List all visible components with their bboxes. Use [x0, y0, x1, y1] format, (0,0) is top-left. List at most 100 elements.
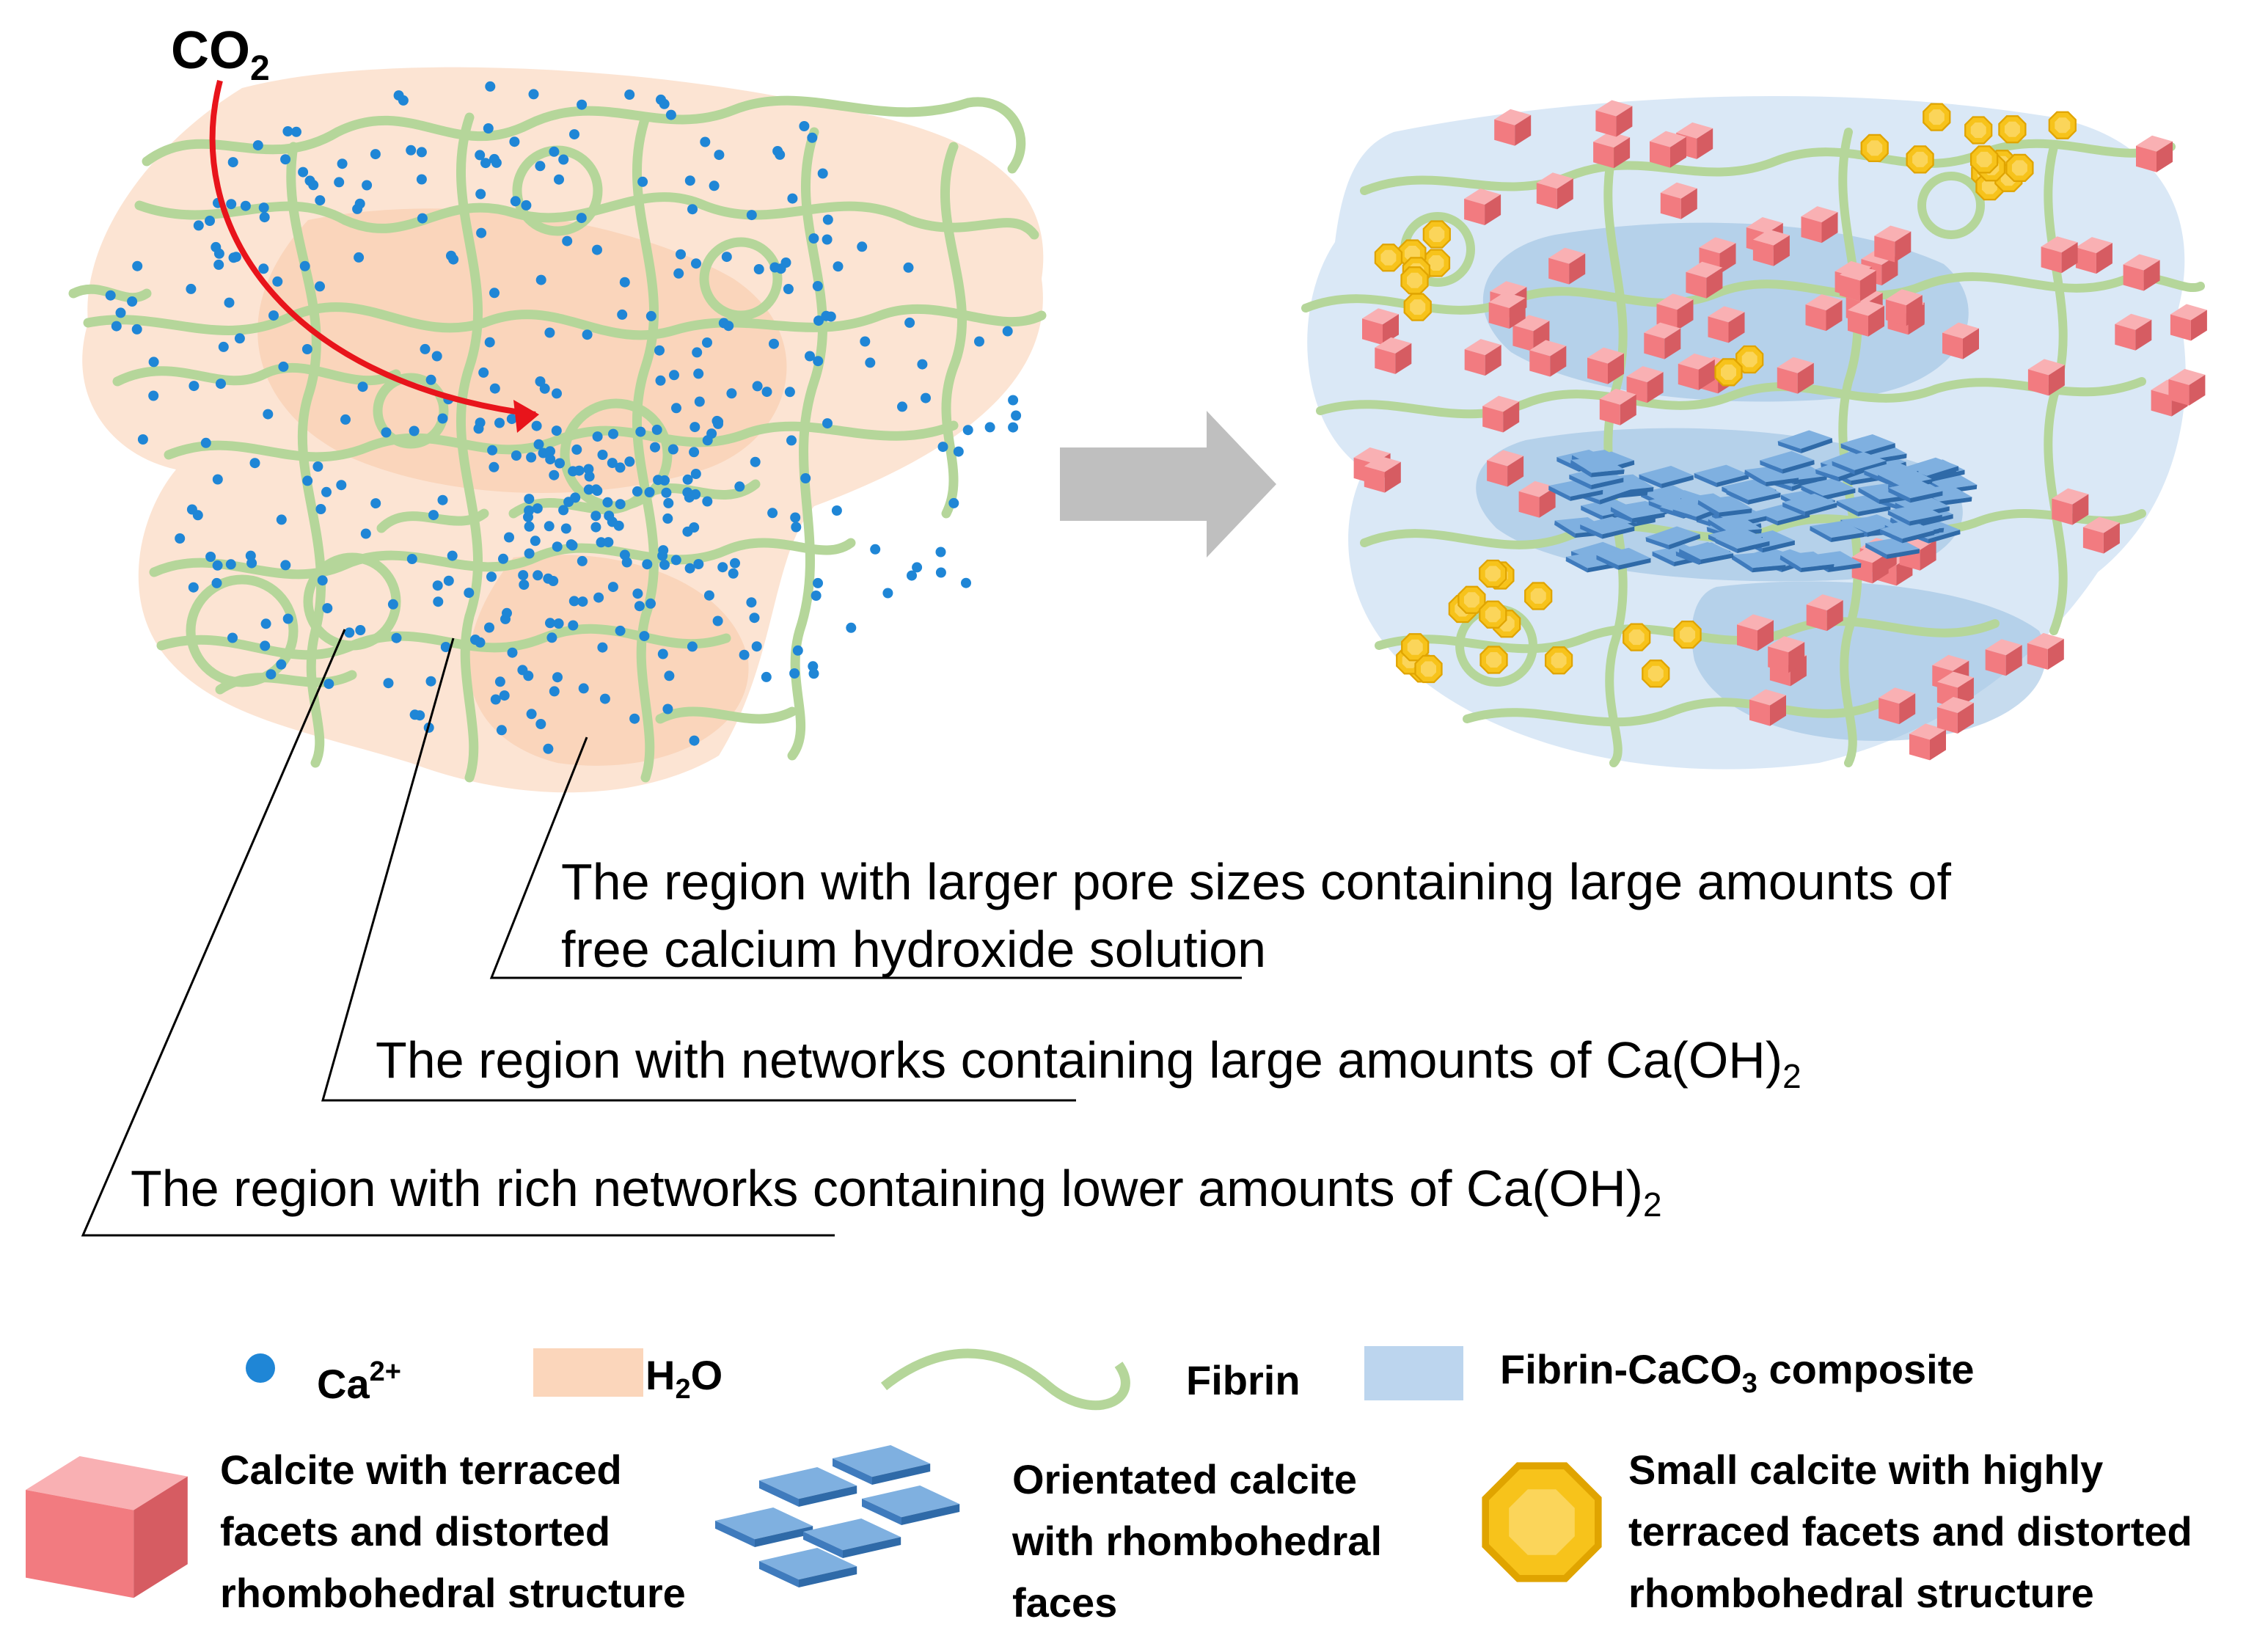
- ca-ion-dot: [650, 442, 660, 453]
- small-calcite: [1998, 115, 2027, 144]
- ca-ion-dot: [703, 590, 714, 601]
- legend-oriented-line2: with rhombohedral: [1012, 1518, 1382, 1564]
- small-calcite: [1860, 134, 1889, 163]
- ca-ion-dot: [662, 513, 673, 524]
- ca-ion-dot: [370, 149, 381, 160]
- ca-ion-dot: [428, 510, 439, 521]
- ca-ion-dot: [555, 458, 565, 469]
- ca-ion-dot: [728, 568, 739, 579]
- ca-ion-dot: [188, 582, 199, 593]
- oriented-calcite-swatch: [715, 1445, 960, 1587]
- ca-ion-dot: [517, 665, 528, 676]
- small-calcite: [1673, 620, 1702, 649]
- ca-ion-dot: [786, 435, 797, 446]
- ca-ion-dot: [355, 625, 366, 635]
- ca-ion-dot: [315, 281, 325, 292]
- ca-ion-dot: [659, 98, 670, 109]
- ca-ion-dot: [504, 532, 514, 543]
- ca-ion-dot: [272, 276, 283, 287]
- ca-ion-dot: [416, 147, 427, 158]
- callout-leader-lines: [81, 629, 1242, 1237]
- ca-ion-dot: [489, 288, 500, 299]
- ca-ion-dot: [553, 618, 564, 629]
- small-calcite: [1414, 654, 1443, 684]
- ca-ion-dot: [189, 381, 200, 392]
- ca-ion-dot: [560, 523, 571, 534]
- ca-ion-dot: [682, 526, 693, 537]
- ca-ion-dot: [689, 422, 700, 433]
- ca-ion-dot: [487, 445, 498, 456]
- ca-ion-dot: [568, 620, 579, 631]
- small-calcite: [1422, 220, 1451, 249]
- ca-ion-dot: [692, 347, 703, 358]
- ca-ion-dot: [784, 387, 795, 398]
- ca-ion-dot: [291, 126, 301, 137]
- ca-ion-dot: [619, 277, 630, 288]
- ca-ion-dot: [425, 374, 436, 385]
- ca-ion-dot: [490, 694, 501, 705]
- ca-ion-dot: [276, 659, 287, 670]
- ca-ion-dot: [549, 469, 560, 480]
- legend-small-line1: Small calcite with highly: [1628, 1447, 2104, 1493]
- ca-ion-dot: [566, 539, 577, 550]
- ca-ion-dot: [746, 597, 757, 608]
- ca-ion-dot: [726, 388, 737, 399]
- ca-ion-dot: [276, 514, 287, 525]
- ca-ion-dot: [608, 428, 618, 439]
- ca-ion-dot: [654, 345, 665, 356]
- ca-ion-dot: [903, 262, 914, 273]
- ca-ion-dot: [535, 274, 546, 285]
- callout-rich-networks: The region with rich networks containing…: [131, 1160, 1662, 1224]
- ca-ion-dot: [216, 379, 226, 390]
- ca-ion-dot: [381, 427, 392, 438]
- callout-networks: The region with networks containing larg…: [376, 1031, 1801, 1095]
- ca-ion-dot: [213, 259, 224, 270]
- ca-ion-dot: [321, 486, 332, 497]
- ca-ion-dot: [510, 196, 521, 207]
- ca-ion-dot: [484, 622, 494, 633]
- ca-ion-dot: [634, 601, 645, 612]
- ca-ion-dot: [807, 132, 818, 143]
- ca-ion-dot: [904, 317, 915, 328]
- ca-ion-dot: [753, 264, 764, 274]
- ca-ion-dot: [791, 522, 802, 533]
- small-calcite: [1403, 293, 1432, 321]
- ca-ion-dot: [470, 635, 480, 645]
- ca-ion-dot: [521, 200, 532, 211]
- ca-ion-dot: [552, 388, 562, 399]
- ca-ion-dot: [568, 596, 579, 607]
- ca-ion-dot: [535, 161, 546, 172]
- calcite-cube: [2136, 135, 2173, 172]
- ca-ion-dot: [406, 145, 417, 156]
- ca-ion-dot: [558, 505, 569, 516]
- ca-ion-dot: [302, 475, 313, 486]
- ca-ion-dot: [268, 310, 279, 321]
- ca-ion-dot: [769, 338, 779, 349]
- ca-ion-dot: [489, 153, 500, 164]
- ca-ion-dot: [684, 563, 695, 574]
- ca-ion-dot: [323, 679, 334, 690]
- ca-ion-dot: [833, 261, 844, 272]
- ca-ion-dot: [240, 200, 251, 211]
- ca-ion-dot: [709, 180, 720, 191]
- legend-ca-ion-label: Ca2+: [317, 1356, 401, 1407]
- ca-ion-dot: [817, 168, 828, 179]
- ca-ion-dot: [263, 409, 274, 420]
- ca-ion-dot: [870, 544, 881, 555]
- ca-ion-dot: [315, 504, 326, 514]
- ca-ion-dot: [507, 647, 518, 658]
- ca-ion-dot: [653, 475, 664, 486]
- callout-large-pores-line2: free calcium hydroxide solution: [561, 921, 1267, 978]
- ca-ion-dot: [432, 580, 443, 591]
- ca-ion-dot: [658, 545, 669, 556]
- ca-ion-dot: [148, 357, 159, 368]
- legend-calcite-line3: rhombohedral structure: [220, 1570, 686, 1616]
- co2-arrowhead: [513, 400, 539, 433]
- ca-ion-dot: [245, 550, 256, 561]
- ca-ion-dot: [370, 498, 381, 509]
- ca-ion-dot: [822, 418, 833, 429]
- ca-ion-dot: [478, 367, 489, 378]
- ca-ion-dot: [831, 505, 842, 516]
- ca-ion-dot: [312, 461, 323, 472]
